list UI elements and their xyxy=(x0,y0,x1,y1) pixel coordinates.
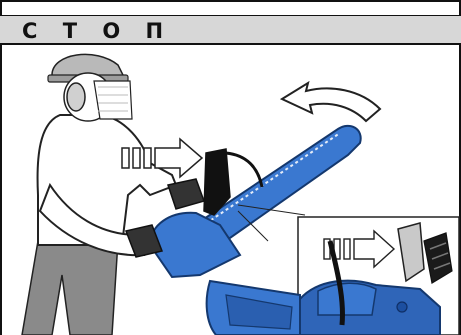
rotation-arrow-icon xyxy=(282,83,380,121)
operator-helmet xyxy=(48,54,132,121)
section-header: С Т О П xyxy=(0,15,461,45)
operator-legs xyxy=(22,241,118,335)
chainsaw-illustration xyxy=(0,45,461,335)
section-title: С Т О П xyxy=(22,19,172,43)
inset-panel xyxy=(298,217,459,335)
top-rule xyxy=(0,0,461,2)
chainsaw-housing xyxy=(207,281,300,335)
